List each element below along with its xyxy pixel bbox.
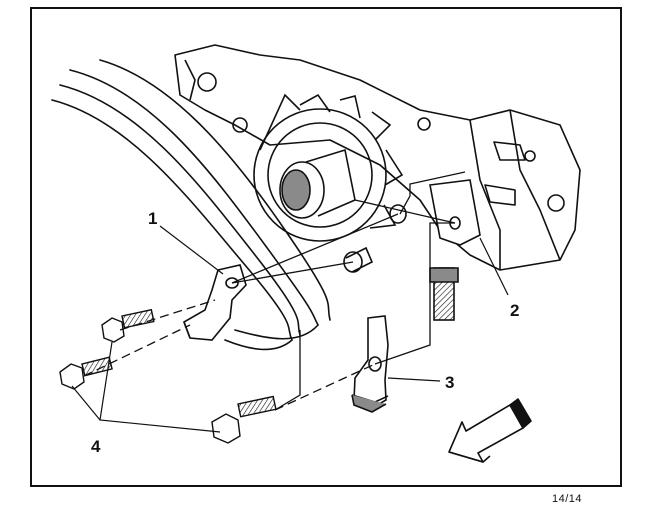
bolts — [59, 308, 277, 444]
bolt-upper — [101, 308, 155, 343]
engine-block — [174, 44, 581, 271]
callout-2: 2 — [510, 301, 519, 320]
bolt-middle — [59, 356, 113, 390]
callout-3: 3 — [445, 373, 454, 392]
bolt-lower — [211, 395, 277, 444]
callout-4: 4 — [91, 437, 101, 456]
water-pump — [253, 93, 407, 273]
pipe-assembly — [51, 59, 331, 351]
leader-lines — [71, 225, 509, 433]
shield-bracket — [183, 264, 247, 341]
callout-1: 1 — [148, 209, 157, 228]
front-arrow-icon — [448, 398, 532, 463]
figure-code: 14/14 — [552, 493, 583, 505]
lower-bracket — [351, 315, 389, 413]
alignment-lines — [83, 171, 466, 411]
mounting-stud — [429, 179, 481, 321]
